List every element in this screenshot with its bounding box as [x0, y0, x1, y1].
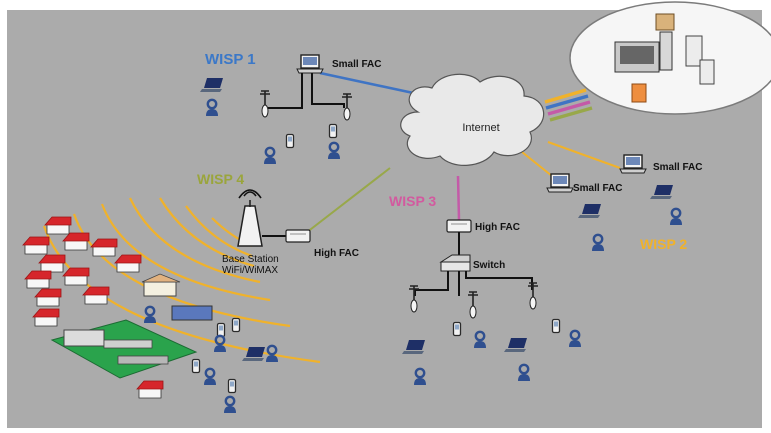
- wisp1-title: WISP 1: [205, 51, 256, 68]
- pda-icon: [227, 378, 237, 394]
- wisp4-internet-link: [301, 167, 391, 237]
- wifi-signal-icon: [238, 189, 262, 199]
- wisp2-small-fac-a-label: Small FAC: [653, 162, 702, 173]
- pda-icon: [328, 123, 338, 139]
- wisp3-internet-link: [456, 175, 461, 221]
- wisp2-small-fac-a: [619, 154, 647, 174]
- wisp3-high-fac: [446, 219, 472, 233]
- wisp2-title: WISP 2: [640, 236, 687, 252]
- wisp1-wiring: [268, 73, 345, 109]
- wisp3-switch-label: Switch: [473, 260, 505, 271]
- wisp4-high-fac: [285, 229, 311, 243]
- wisp4-high-fac-label: High FAC: [314, 248, 359, 259]
- base-station-label: Base Station: [222, 254, 279, 265]
- wisp4-title: WISP 4: [197, 171, 244, 187]
- internet-cloud: [400, 73, 545, 166]
- pda-icon: [551, 318, 561, 334]
- wisp1-small-fac: [296, 54, 324, 74]
- pda-icon: [285, 133, 295, 149]
- pda-icon: [191, 358, 201, 374]
- wisp1-small-fac-label: Small FAC: [332, 59, 381, 70]
- internet-label: Internet: [462, 122, 499, 134]
- pda-icon: [216, 322, 226, 338]
- wisp3-wiring: [414, 271, 533, 296]
- wisp2-link-a: [547, 141, 621, 169]
- industrial-field: [50, 273, 213, 379]
- backbone-links: [544, 88, 593, 122]
- base-station-tech-label: WiFi/WiMAX: [222, 265, 278, 276]
- wisp2-small-fac-b-label: Small FAC: [573, 183, 622, 194]
- pda-icon: [231, 317, 241, 333]
- base-station-icon: [237, 200, 263, 247]
- wisp3-high-fac-label: High FAC: [475, 222, 520, 233]
- server-cluster: [569, 1, 771, 115]
- wisp3-title: WISP 3: [389, 193, 436, 209]
- wisp2-small-fac-b: [546, 173, 574, 193]
- pda-icon: [452, 321, 462, 337]
- wisp3-switch: [439, 254, 471, 272]
